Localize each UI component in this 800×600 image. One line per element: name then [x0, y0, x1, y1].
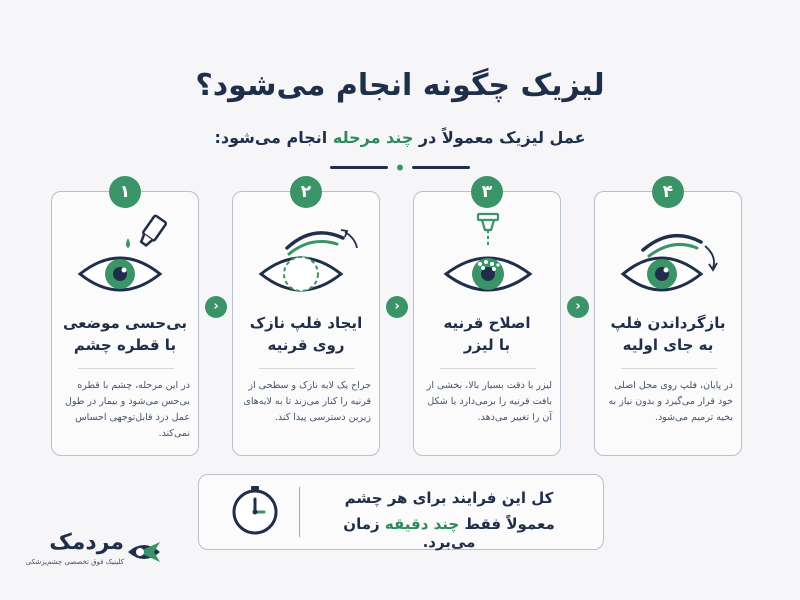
- step-card-3: اصلاح قرنیه با لیزر لیزر با دقت بسیار بال…: [413, 191, 561, 456]
- subtitle-after: انجام می‌شود:: [214, 128, 333, 147]
- page-title: لیزیک چگونه انجام می‌شود؟: [195, 68, 605, 103]
- step-title: اصلاح قرنیه با لیزر: [420, 312, 554, 356]
- step-description: در پایان، فلپ روی محل اصلی خود قرار می‌گ…: [608, 380, 733, 423]
- step-title: ایجاد فلپ نازک روی قرنیه: [239, 312, 373, 356]
- step-number-badge: ۳: [471, 176, 503, 208]
- step-title: بی‌حسی موضعی با قطره چشم: [58, 312, 192, 356]
- step-title-line: بی‌حسی موضعی: [62, 314, 188, 332]
- step-card-1: بی‌حسی موضعی با قطره چشم در این مرحله، چش…: [51, 191, 199, 456]
- eye-flap-icon: [258, 229, 358, 292]
- chevron-left-icon: ‹: [386, 296, 408, 318]
- step-title: بازگرداندن فلپ به جای اولیه: [601, 312, 735, 356]
- logo-tagline: کلینیک فوق تخصصی چشم‌پزشکی: [25, 558, 124, 566]
- step-card-4: بازگرداندن فلپ به جای اولیه در پایان، فلپ…: [594, 191, 742, 456]
- card-divider: [78, 368, 174, 369]
- eye-drop-icon: [77, 214, 168, 292]
- eye-flap-return-icon: [620, 233, 718, 292]
- footer-separator: [299, 487, 300, 537]
- footer-line-2-before: معمولاً فقط: [459, 515, 555, 533]
- logo-name: مردمک: [49, 530, 124, 555]
- step-number-badge: ۱: [109, 176, 141, 208]
- page-subtitle: عمل لیزیک معمولاً در چند مرحله انجام می‌…: [0, 128, 800, 147]
- logo-eye-mark-icon: [128, 542, 160, 562]
- step-title-line: بازگرداندن فلپ: [610, 314, 726, 332]
- footer-line-2-highlight: چند دقیقه: [384, 515, 460, 533]
- step-title-line: روی قرنیه: [267, 336, 345, 354]
- step-number-badge: ۴: [652, 176, 684, 208]
- footer-line-2-after: زمان می‌برد.: [343, 515, 476, 551]
- step-title-line: اصلاح قرنیه: [443, 314, 531, 332]
- laser-eye-icon: [443, 212, 533, 292]
- card-divider: [440, 368, 536, 369]
- clock-icon: [232, 486, 278, 535]
- footer-line-1: کل این فرایند برای هر چشم: [344, 489, 554, 507]
- chevron-left-icon: ‹: [205, 296, 227, 318]
- card-divider: [621, 368, 717, 369]
- chevron-left-icon: ‹: [567, 296, 589, 318]
- duration-callout: کل این فرایند برای هر چشم معمولاً فقط چن…: [198, 474, 604, 551]
- subtitle-highlight: چند مرحله: [332, 128, 414, 147]
- step-number-badge: ۲: [290, 176, 322, 208]
- step-card-2: ایجاد فلپ نازک روی قرنیه جراح یک لایه ناز…: [232, 191, 380, 456]
- step-title-line: ایجاد فلپ نازک: [249, 314, 363, 332]
- step-description: در این مرحله، چشم با قطره بی‌حس می‌شود و…: [64, 380, 190, 439]
- step-title-line: به جای اولیه: [622, 336, 714, 354]
- footer-line-2: معمولاً فقط چند دقیقه زمان می‌برد.: [319, 515, 579, 551]
- card-divider: [259, 368, 355, 369]
- subtitle-before: عمل لیزیک معمولاً در: [413, 128, 586, 147]
- step-description: جراح یک لایه نازک و سطحی از قرنیه را کنا…: [243, 380, 371, 423]
- step-title-line: با قطره چشم: [73, 336, 177, 354]
- subtitle-divider-decoration: [330, 164, 470, 171]
- step-description: لیزر با دقت بسیار بالا، بخشی از بافت قرن…: [426, 380, 552, 423]
- step-title-line: با لیزر: [463, 336, 511, 354]
- brand-logo: مردمک کلینیک فوق تخصصی چشم‌پزشکی: [22, 528, 182, 578]
